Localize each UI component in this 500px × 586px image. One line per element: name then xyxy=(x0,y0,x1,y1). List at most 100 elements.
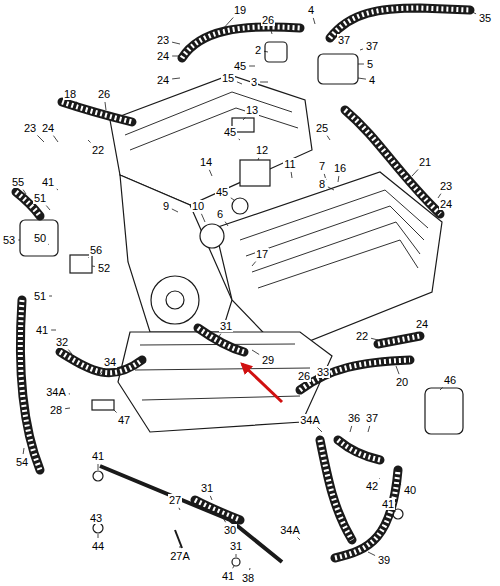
coolant-pipe xyxy=(100,466,282,562)
leader-line xyxy=(23,190,26,194)
leader-line xyxy=(379,478,381,480)
leader-line xyxy=(179,508,180,510)
callout-number: 27 xyxy=(168,494,182,506)
callout-number: 22 xyxy=(91,144,105,156)
callout-number: 9 xyxy=(162,200,170,212)
callout-number: 24 xyxy=(156,50,170,62)
callout-number: 31 xyxy=(219,320,233,332)
leader-line xyxy=(65,408,70,410)
callout-number: 51 xyxy=(33,192,47,204)
coolant-hoses xyxy=(16,8,470,558)
leader-line xyxy=(18,240,20,241)
leader-line xyxy=(328,187,334,190)
callout-number: 6 xyxy=(216,208,224,220)
callout-number: 23 xyxy=(156,34,170,46)
leader-line xyxy=(252,350,259,354)
callout-number: 41 xyxy=(221,570,235,582)
callout-number: 47 xyxy=(117,414,131,426)
leader-line xyxy=(76,102,80,106)
callout-number: 37 xyxy=(337,34,351,46)
callout-number: 5 xyxy=(366,58,374,70)
callout-number: 37 xyxy=(365,40,379,52)
callout-number: 22 xyxy=(355,330,369,342)
leader-line xyxy=(37,135,44,142)
leader-line xyxy=(172,56,180,57)
engine-block xyxy=(20,42,463,566)
leader-line xyxy=(100,370,104,374)
callout-number: 20 xyxy=(395,376,409,388)
callout-number: 25 xyxy=(315,122,329,134)
callout-number: 30 xyxy=(223,524,237,536)
leader-line xyxy=(368,552,375,556)
leader-line xyxy=(218,334,221,338)
leader-line xyxy=(338,176,340,182)
leader-line xyxy=(23,448,25,454)
leader-line xyxy=(313,18,315,24)
leader-line xyxy=(233,566,234,568)
leader-line xyxy=(98,464,99,470)
leader-line xyxy=(68,350,72,354)
leader-line xyxy=(98,534,99,538)
callout-number: 24 xyxy=(439,198,453,210)
callout-number: 54 xyxy=(15,456,29,468)
callout-number: 44 xyxy=(91,540,105,552)
leader-line xyxy=(300,384,301,388)
leader-line xyxy=(252,262,256,266)
callout-number: 56 xyxy=(89,244,103,256)
callout-number: 24 xyxy=(41,122,55,134)
callout-number: 34A xyxy=(45,386,67,398)
callout-number: 41 xyxy=(41,176,55,188)
callout-number: 51 xyxy=(33,290,47,302)
callout-number: 23 xyxy=(23,122,37,134)
leader-line xyxy=(105,102,106,110)
leader-lines xyxy=(18,11,476,570)
leader-line xyxy=(92,266,95,267)
leader-line xyxy=(249,568,250,570)
callout-number: 12 xyxy=(255,144,269,156)
leader-line xyxy=(318,380,320,384)
callout-number: 43 xyxy=(89,512,103,524)
leader-line xyxy=(368,426,370,432)
leader-line xyxy=(69,393,70,394)
leader-line xyxy=(327,136,330,140)
callout-number: 17 xyxy=(255,248,269,260)
callout-number: 31 xyxy=(200,482,214,494)
callout-number: 34 xyxy=(103,356,117,368)
leader-line xyxy=(49,296,52,297)
leader-line xyxy=(51,330,56,331)
leader-line xyxy=(291,172,293,178)
leader-line xyxy=(396,366,399,374)
callout-number: 45 xyxy=(233,60,247,72)
callout-number: 31 xyxy=(229,540,243,552)
leader-line xyxy=(470,11,476,14)
leader-line xyxy=(438,212,440,214)
callout-number: 16 xyxy=(333,162,347,174)
callout-number: 8 xyxy=(318,178,326,190)
leader-line xyxy=(237,82,242,84)
callout-number: 45 xyxy=(215,186,229,198)
leader-line xyxy=(260,82,268,83)
callout-number: 2 xyxy=(254,44,262,56)
callout-number: 41 xyxy=(91,450,105,462)
leader-line xyxy=(360,49,363,51)
callout-number: 46 xyxy=(443,374,457,386)
callout-number: 4 xyxy=(307,4,315,16)
callout-number: 41 xyxy=(35,324,49,336)
callout-number: 11 xyxy=(283,158,296,170)
leader-line xyxy=(88,257,90,259)
leader-line xyxy=(88,140,91,143)
callout-number: 14 xyxy=(199,156,213,168)
callout-number: 35 xyxy=(478,12,492,24)
leader-line xyxy=(172,42,180,44)
callout-number: 26 xyxy=(297,370,311,382)
leader-line xyxy=(350,426,352,432)
callout-number: 45 xyxy=(223,126,237,138)
leader-line xyxy=(400,484,401,486)
leader-line xyxy=(414,332,417,336)
leader-line xyxy=(209,170,212,176)
leader-line xyxy=(172,78,180,80)
leader-line xyxy=(57,189,58,190)
leader-line xyxy=(222,516,226,522)
callout-number: 24 xyxy=(415,318,429,330)
callout-number: 26 xyxy=(97,88,111,100)
